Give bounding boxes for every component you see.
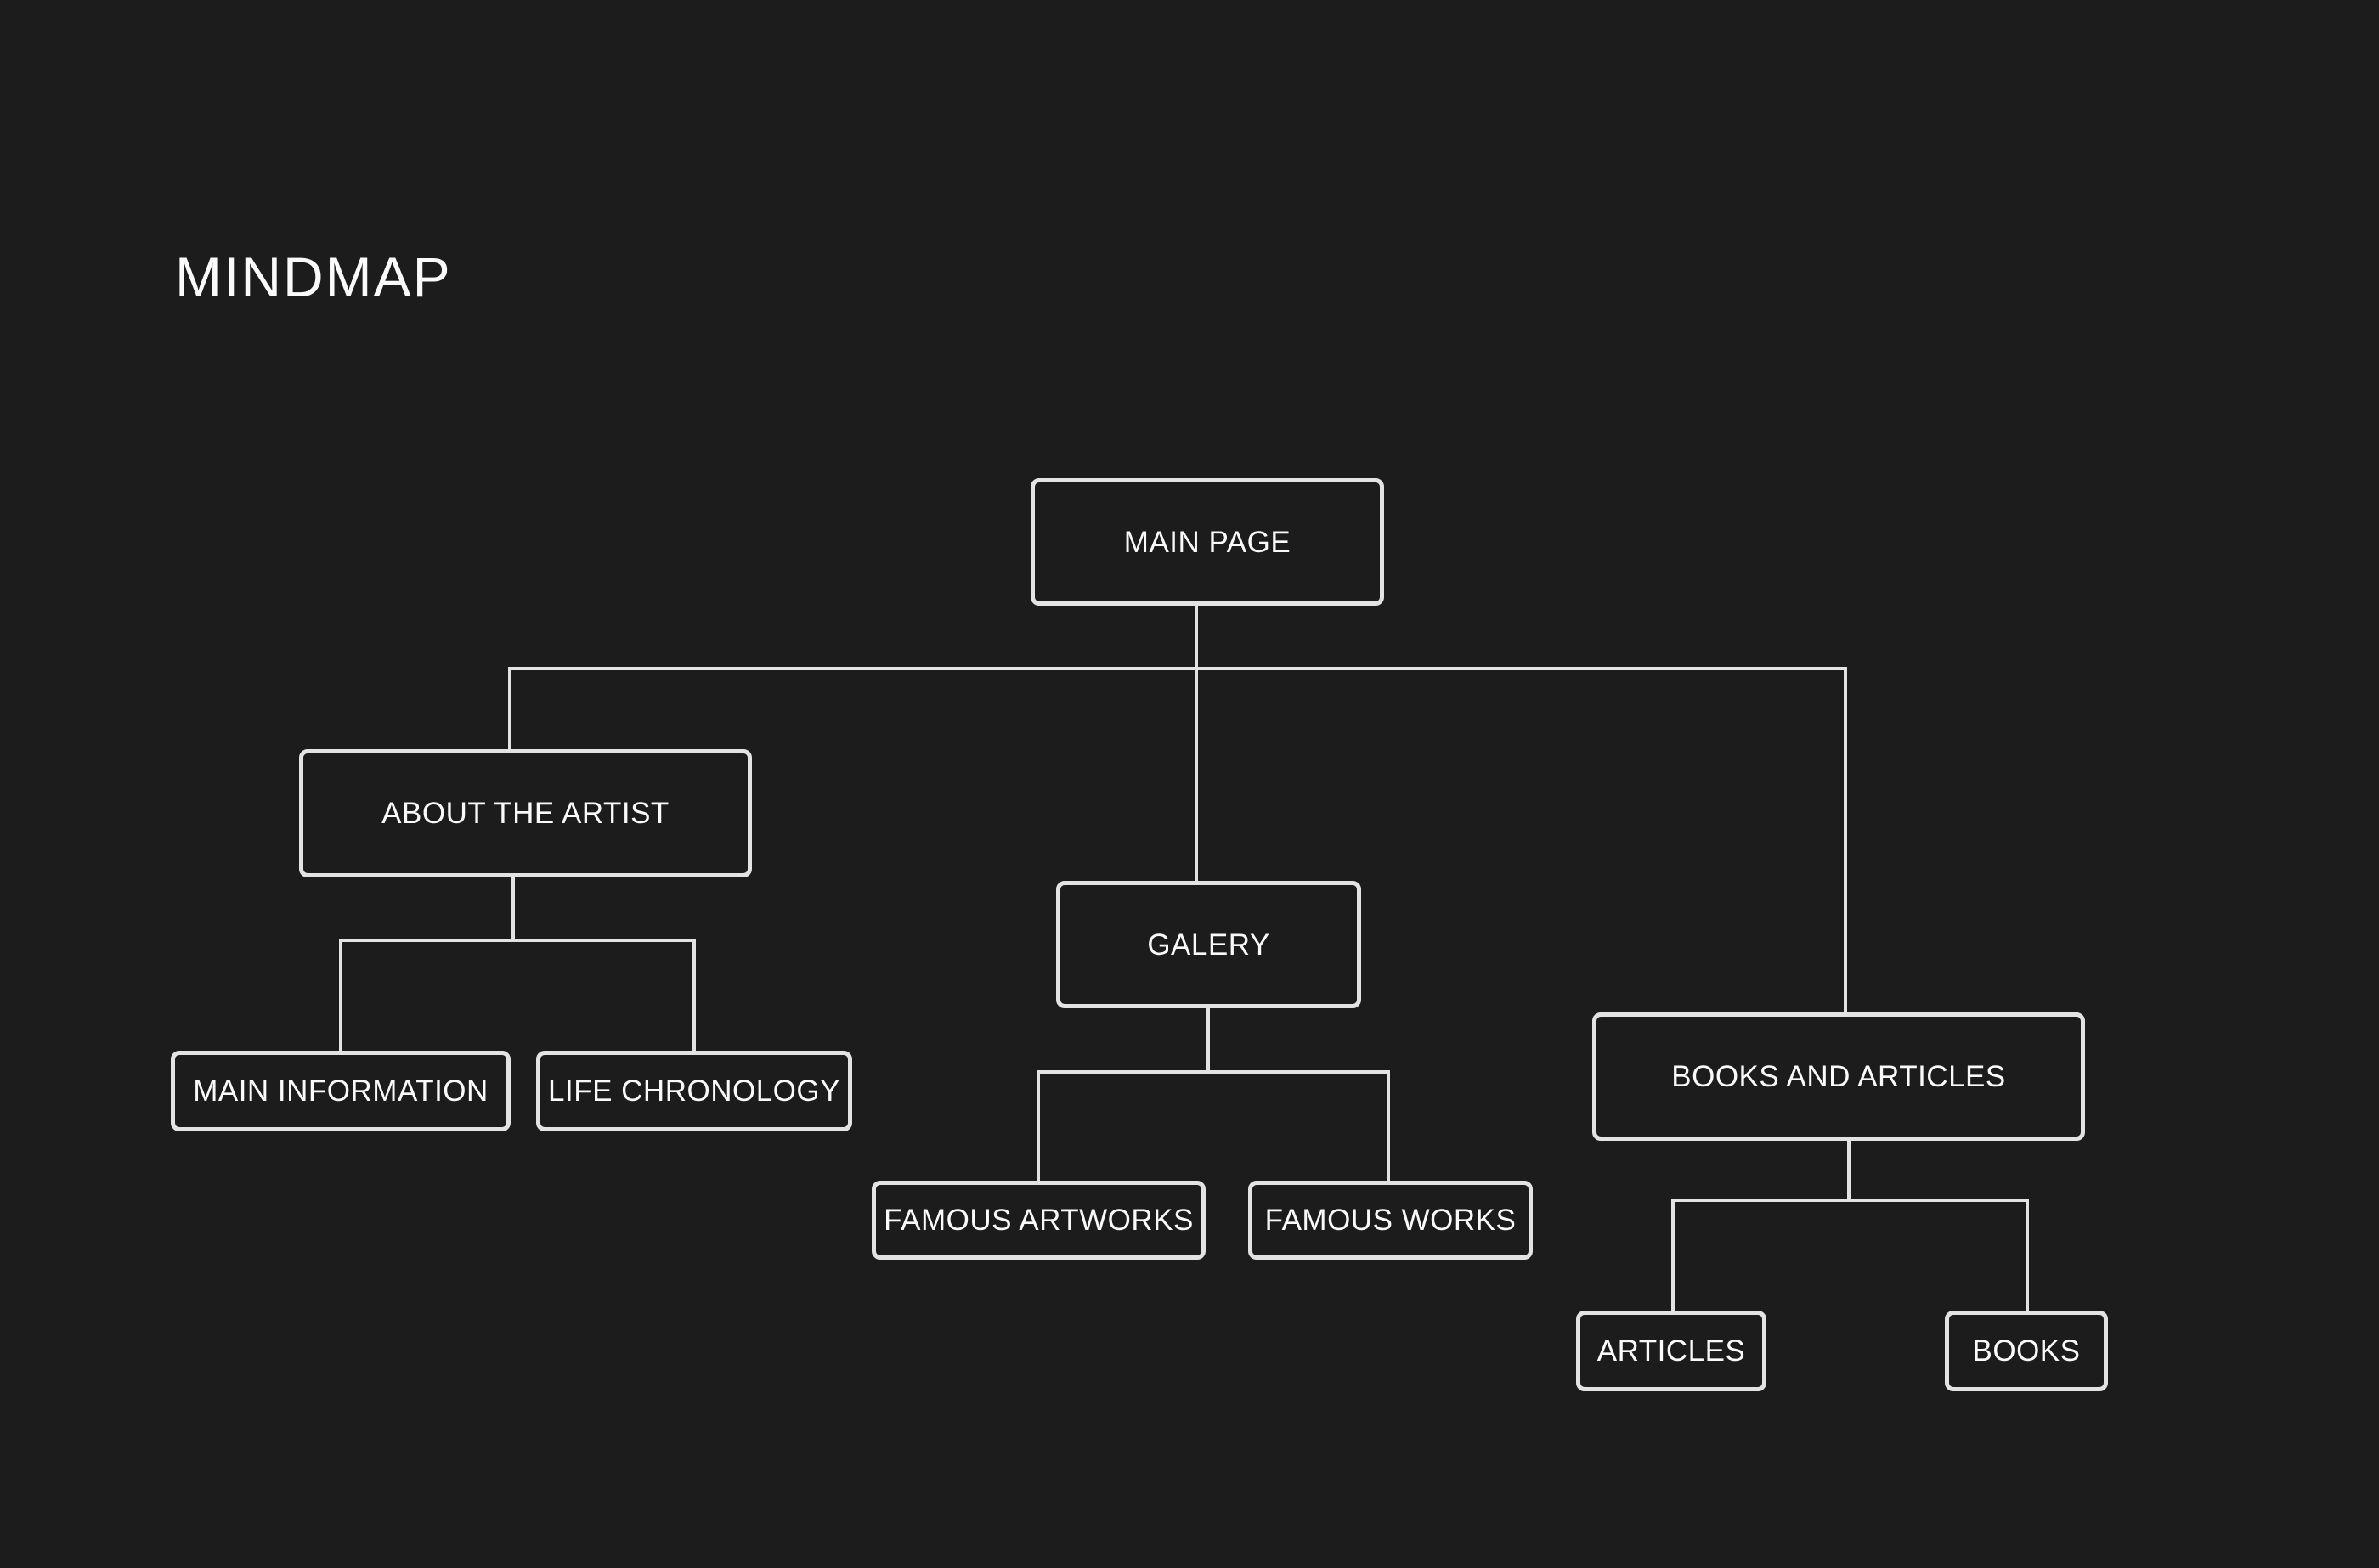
node-main-information-label: MAIN INFORMATION (193, 1074, 489, 1108)
node-about-the-artist[interactable]: ABOUT THE ARTIST (299, 749, 752, 877)
node-famous-artworks-label: FAMOUS ARTWORKS (884, 1204, 1194, 1237)
node-about-the-artist-label: ABOUT THE ARTIST (381, 797, 670, 830)
node-galery-label: GALERY (1147, 928, 1270, 962)
node-galery[interactable]: GALERY (1056, 881, 1361, 1008)
node-books[interactable]: BOOKS (1945, 1311, 2108, 1391)
node-main-information[interactable]: MAIN INFORMATION (171, 1051, 511, 1131)
node-famous-artworks[interactable]: FAMOUS ARTWORKS (872, 1181, 1206, 1260)
node-articles[interactable]: ARTICLES (1576, 1311, 1766, 1391)
page-title: MINDMAP (175, 245, 452, 308)
node-main-page-label: MAIN PAGE (1123, 525, 1291, 559)
node-books-and-articles-label: BOOKS AND ARTICLES (1671, 1060, 2006, 1093)
node-life-chronology[interactable]: LIFE CHRONOLOGY (536, 1051, 852, 1131)
node-books-and-articles[interactable]: BOOKS AND ARTICLES (1592, 1012, 2085, 1141)
node-main-page[interactable]: MAIN PAGE (1031, 478, 1384, 606)
node-life-chronology-label: LIFE CHRONOLOGY (548, 1074, 840, 1108)
node-articles-label: ARTICLES (1596, 1334, 1746, 1368)
node-famous-works-label: FAMOUS WORKS (1264, 1204, 1517, 1237)
node-famous-works[interactable]: FAMOUS WORKS (1248, 1181, 1533, 1260)
node-books-label: BOOKS (1972, 1334, 2081, 1368)
